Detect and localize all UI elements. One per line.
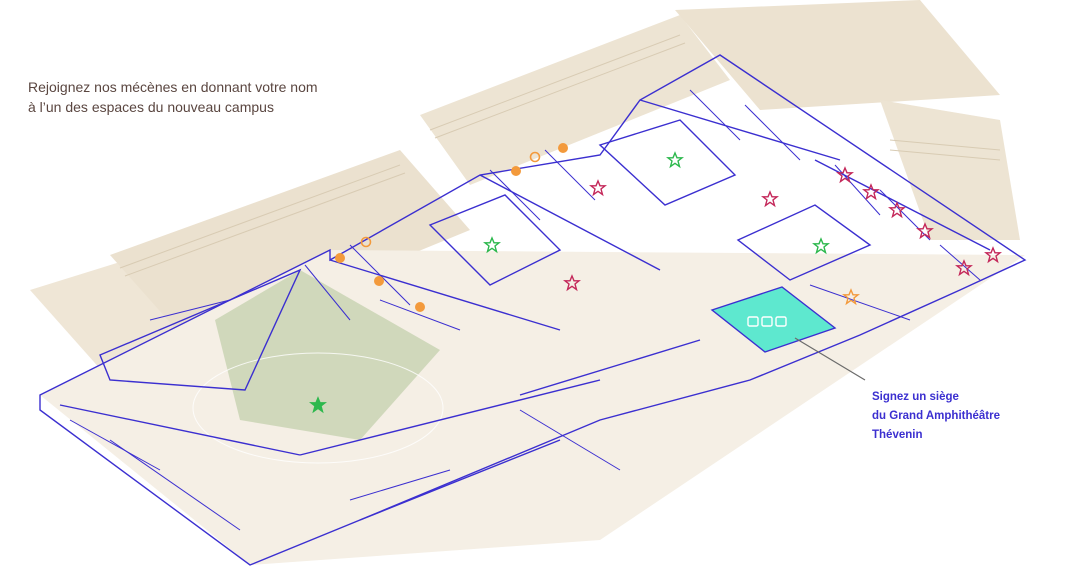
intro-line-1: Rejoignez nos mécènes en donnant votre n… bbox=[28, 79, 318, 95]
dot-orange[interactable] bbox=[415, 302, 425, 312]
callout-line-3: Thévenin bbox=[872, 429, 923, 441]
dot-orange[interactable] bbox=[511, 166, 521, 176]
dot-orange[interactable] bbox=[374, 276, 384, 286]
dot-orange-outline[interactable] bbox=[529, 151, 541, 163]
callout-line-1: Signez un siège bbox=[872, 391, 959, 403]
star-outline-red-icon[interactable] bbox=[590, 180, 606, 196]
dot-orange[interactable] bbox=[558, 143, 568, 153]
callout-line-2: du Grand Amphithéâtre bbox=[872, 410, 1000, 422]
intro-line-2: à l’un des espaces du nouveau campus bbox=[28, 99, 274, 115]
callout-leader-line bbox=[794, 337, 866, 381]
sponsor-dots[interactable] bbox=[335, 143, 568, 312]
star-outline-green-icon[interactable] bbox=[813, 238, 829, 254]
garden-courtyard bbox=[215, 270, 440, 440]
star-outline-red-icon[interactable] bbox=[762, 191, 778, 207]
amphitheatre-callout[interactable]: Signez un siège du Grand Amphithéâtre Th… bbox=[872, 388, 1072, 445]
star-outline-green-icon[interactable] bbox=[484, 237, 500, 253]
dot-orange[interactable] bbox=[335, 253, 345, 263]
dot-orange-outline[interactable] bbox=[360, 236, 372, 248]
floor-plan bbox=[39, 54, 1027, 566]
seat-icon bbox=[747, 316, 787, 327]
intro-text: Rejoignez nos mécènes en donnant votre n… bbox=[28, 77, 388, 117]
star-outline-green-icon[interactable] bbox=[667, 152, 683, 168]
grand-amphitheatre[interactable] bbox=[710, 286, 837, 353]
